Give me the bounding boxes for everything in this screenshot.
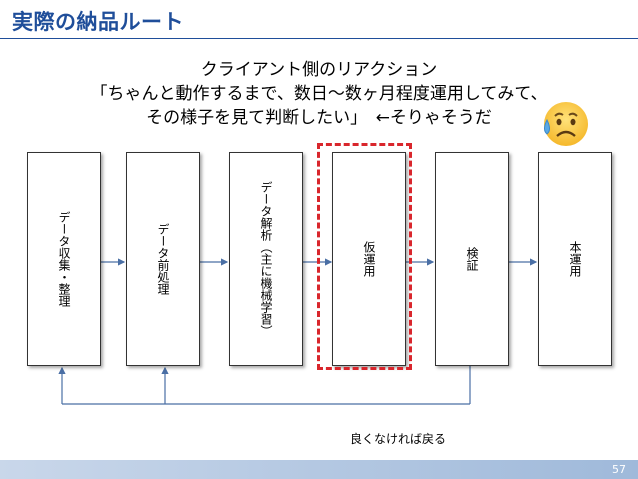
step-verification: 検証 [435, 152, 509, 366]
step-label: データ収集・整理 [57, 211, 71, 307]
reaction-quote-line1: 「ちゃんと動作するまで、数日～数ヶ月程度運用してみて、 [90, 84, 548, 104]
reaction-quote-line2: その様子を見て判断したい」 ←そりゃそうだ [146, 108, 492, 128]
step-data-preprocessing: データ前処理 [126, 152, 200, 366]
step-label: データ前処理 [156, 223, 170, 295]
footer-bar [0, 460, 638, 479]
step-trial-operation: 仮運用 [332, 152, 406, 366]
step-data-analysis: データ解析（主に機械学習） [229, 152, 303, 366]
page-number: 57 [612, 463, 626, 476]
page-title: 実際の納品ルート [12, 10, 184, 34]
title-divider [0, 38, 638, 39]
step-label: 本運用 [568, 241, 582, 277]
step-production-operation: 本運用 [538, 152, 612, 366]
step-label: データ解析（主に機械学習） [259, 181, 273, 337]
step-label: 仮運用 [362, 241, 376, 277]
step-data-collection: データ収集・整理 [27, 152, 101, 366]
trial-operation-highlight [317, 143, 412, 370]
worried-face-icon [544, 102, 588, 146]
feedback-loop-label: 良くなければ戻る [350, 432, 447, 446]
reaction-heading: クライアント側のリアクション [200, 60, 438, 80]
step-label: 検証 [465, 247, 479, 271]
